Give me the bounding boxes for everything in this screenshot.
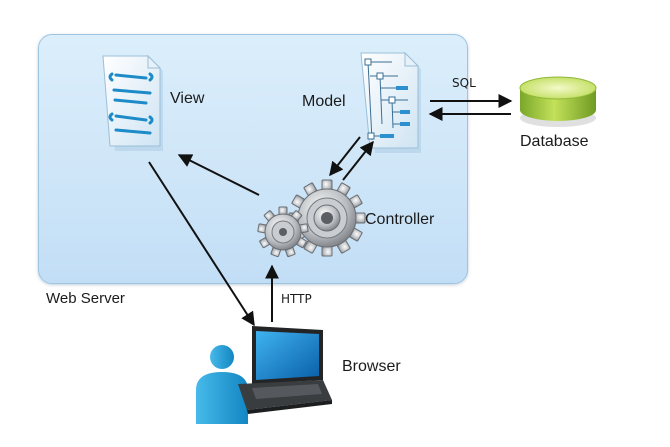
controller-label: Controller — [365, 211, 435, 228]
model-to-controller-arrow — [329, 136, 361, 177]
user-icon — [196, 345, 248, 424]
controller-to-model-arrow — [342, 140, 374, 181]
gears-icon — [257, 179, 366, 258]
sql-label: SQL — [452, 76, 476, 90]
laptop-user-icon — [196, 326, 332, 424]
database-icon — [519, 76, 597, 127]
model-label: Model — [302, 93, 346, 110]
database-label: Database — [520, 133, 589, 150]
web-server-label: Web Server — [46, 290, 125, 307]
laptop-icon — [238, 326, 332, 414]
browser-label: Browser — [342, 358, 401, 375]
http-label: HTTP — [281, 292, 312, 306]
arrows — [148, 94, 513, 327]
view-label: View — [170, 90, 205, 107]
controller-to-view-arrow — [177, 154, 260, 196]
tree-document-icon — [360, 51, 421, 153]
view-to-browser-arrow — [148, 161, 255, 327]
document-icon — [102, 54, 163, 151]
